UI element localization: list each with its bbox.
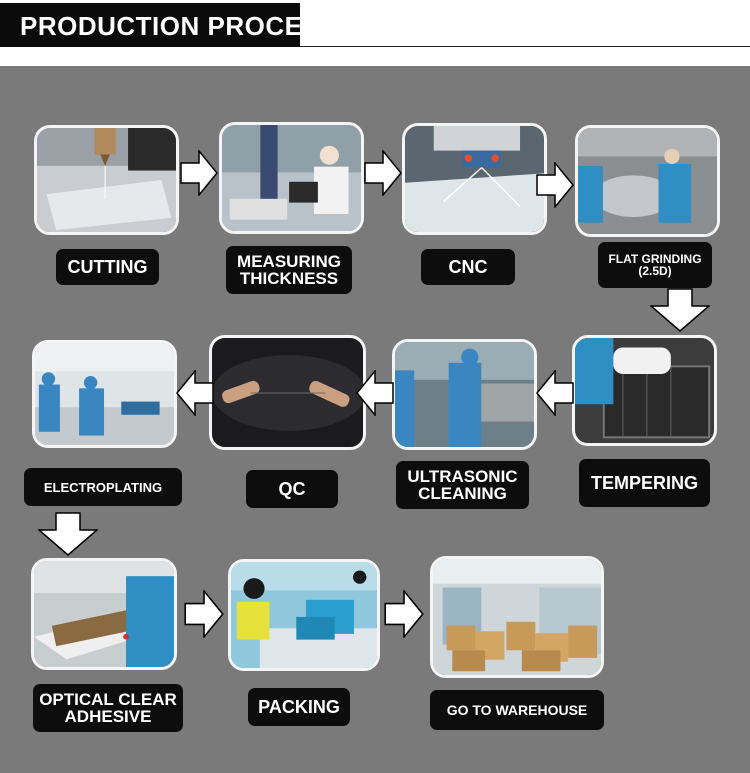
measuring-photo: [219, 122, 364, 234]
qc-label: QC: [246, 470, 338, 508]
arrow-right-icon: [180, 150, 218, 196]
optical-clear-adhesive-label: OPTICAL CLEAR ADHESIVE: [33, 684, 183, 732]
arrow-right-icon: [184, 590, 224, 638]
arrow-left-icon: [176, 370, 214, 416]
packing-photo: [228, 559, 380, 671]
warehouse-photo: [430, 556, 604, 678]
tempering-photo: [572, 335, 717, 446]
arrow-down-icon: [650, 288, 710, 332]
tempering-label: TEMPERING: [579, 459, 710, 507]
qc-photo: [209, 335, 366, 450]
arrow-left-icon: [356, 370, 394, 416]
packing-label: PACKING: [248, 688, 350, 726]
arrow-right-icon: [384, 590, 424, 638]
electroplating-label: ELECTROPLATING: [24, 468, 182, 506]
flat-grinding-photo: [575, 125, 720, 237]
ultrasonic-cleaning-label: ULTRASONIC CLEANING: [396, 461, 529, 509]
arrow-right-icon: [364, 150, 402, 196]
optical-clear-adhesive-photo: [31, 558, 177, 670]
cutting-photo: [34, 125, 179, 235]
header-divider: [300, 46, 750, 47]
electroplating-photo: [32, 340, 177, 448]
go-to-warehouse-label: GO TO WAREHOUSE: [430, 690, 604, 730]
measuring-thickness-label: MEASURING THICKNESS: [226, 246, 352, 294]
cnc-photo: [402, 123, 547, 235]
ultrasonic-cleaning-photo: [392, 339, 537, 450]
arrow-right-icon: [536, 162, 574, 208]
flat-grinding-label: FLAT GRINDING (2.5D): [598, 242, 712, 288]
page-title: PRODUCTION PROCESS: [20, 13, 338, 39]
cnc-label: CNC: [421, 249, 515, 285]
arrow-left-icon: [536, 370, 574, 416]
arrow-down-icon: [38, 512, 98, 556]
cutting-label: CUTTING: [56, 249, 159, 285]
